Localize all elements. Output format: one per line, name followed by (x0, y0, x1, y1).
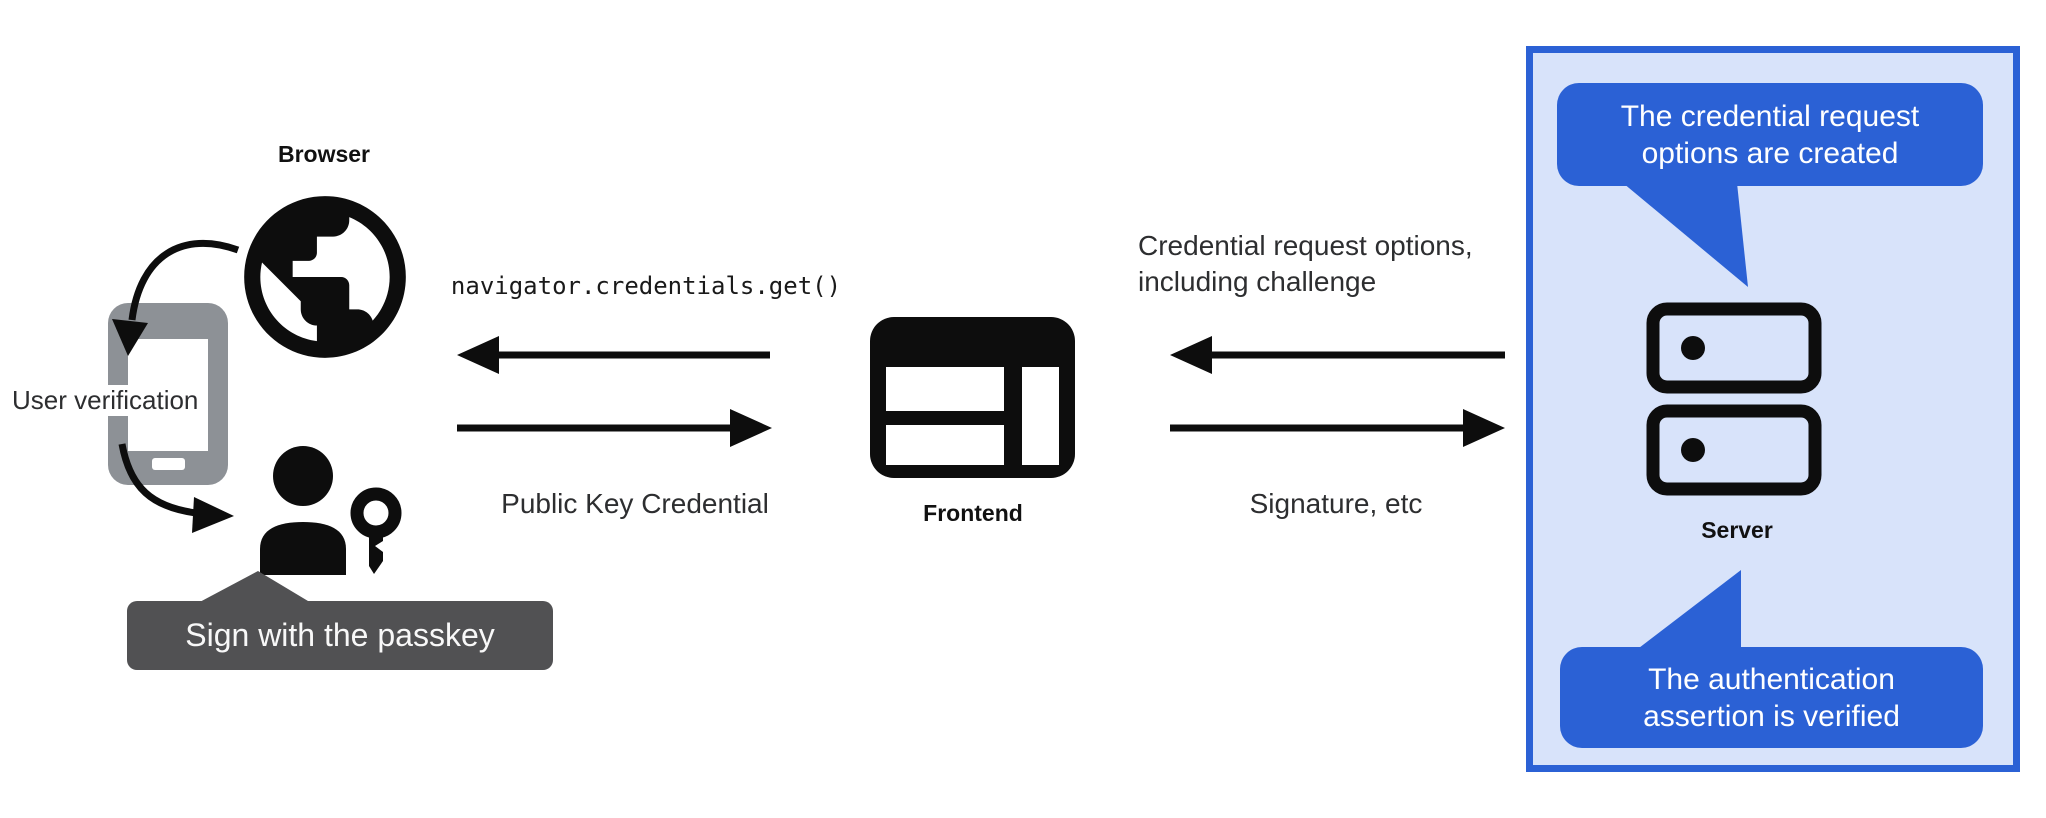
user-verification-label: User verification (8, 385, 203, 416)
assertion-verified-line2: assertion is verified (1643, 699, 1900, 733)
sign-with-passkey-tooltip: Sign with the passkey (127, 601, 553, 670)
arrow-browser-to-frontend (457, 409, 772, 447)
credential-options-created-bubble: The credential request options are creat… (1557, 83, 1983, 186)
arrow-frontend-to-server (1170, 409, 1505, 447)
browser-globe-icon (228, 180, 422, 379)
credential-options-created-line1: The credential request (1620, 99, 1920, 133)
navigator-credentials-get-code: navigator.credentials.get() (450, 272, 842, 300)
signature-label: Signature, etc (1249, 488, 1423, 519)
browser-label: Browser (277, 141, 371, 167)
user-person-icon (254, 446, 352, 580)
assertion-verified-line1: The authentication (1648, 662, 1895, 696)
server-racks-icon (1645, 301, 1825, 506)
credential-options-created-line2: options are created (1641, 136, 1899, 170)
arrow-server-to-frontend (1170, 336, 1505, 374)
credential-request-options-line1: Credential request options, (1138, 230, 1473, 261)
credential-request-options-label: Credential request options, including ch… (1138, 228, 1473, 300)
frontend-label: Frontend (923, 500, 1023, 526)
credential-request-options-line2: including challenge (1138, 266, 1377, 297)
arrow-frontend-to-browser (457, 336, 770, 374)
server-label: Server (1701, 517, 1773, 543)
public-key-credential-label: Public Key Credential (501, 488, 769, 519)
passkey-key-icon (348, 487, 404, 592)
frontend-window-icon (870, 317, 1075, 483)
arrowhead-phone-to-user (192, 497, 234, 533)
sign-with-passkey-text: Sign with the passkey (185, 617, 495, 653)
assertion-verified-bubble: The authentication assertion is verified (1560, 647, 1983, 748)
